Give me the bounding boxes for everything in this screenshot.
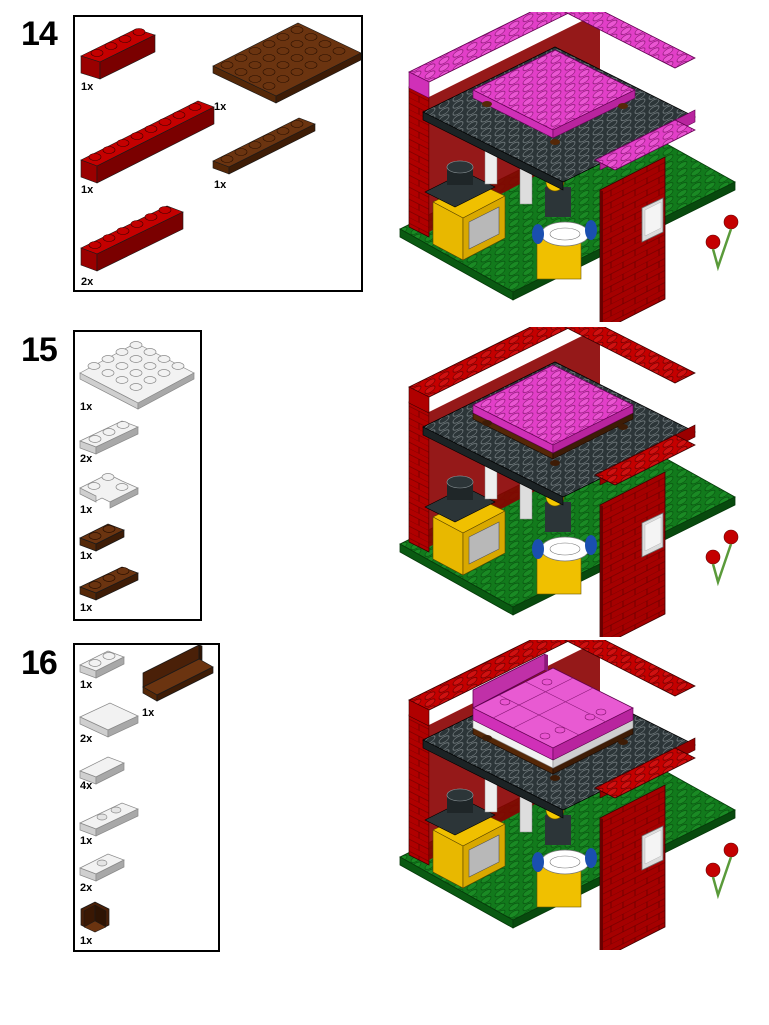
quantity-label: 1x: [214, 179, 227, 191]
parts-list-box: 1x 1x 2x 4x: [73, 643, 220, 952]
brown-panel-corner: [80, 901, 114, 937]
brown-panel-1x4x1: [141, 644, 217, 705]
brown-plate-1x3: [79, 564, 142, 604]
plate-icon: [79, 473, 139, 509]
white-plate-1x3-jumper: [79, 800, 142, 840]
plate-icon: [79, 341, 195, 410]
quantity-label: 1x: [80, 504, 93, 516]
plate-icon: [79, 420, 139, 455]
quantity-label: 2x: [80, 733, 93, 745]
plate-icon: [79, 650, 125, 679]
quantity-label: 2x: [80, 882, 93, 894]
step-number: 14: [21, 15, 58, 53]
assembled-model: [395, 12, 745, 322]
brick-icon: [80, 205, 184, 272]
quantity-label: 1x: [81, 184, 94, 196]
tile-icon: [79, 756, 125, 785]
model-step-15-illustration: [398, 327, 740, 637]
red-brick-1x8: [80, 97, 221, 187]
plate-icon: [79, 566, 139, 601]
parts-list-box: 1x 2x 1x 1x: [73, 330, 202, 621]
tile-icon: [79, 702, 139, 738]
brown-plate-1x2: [79, 518, 130, 556]
assembled-model: [395, 640, 745, 950]
quantity-label: 1x: [80, 935, 93, 947]
plate-icon: [212, 117, 316, 175]
quantity-label: 1x: [80, 835, 93, 847]
step-number: 16: [21, 644, 58, 682]
white-plate-1x3: [79, 418, 142, 458]
model-step-14-illustration: [398, 12, 740, 322]
plate-icon: [79, 523, 125, 552]
assembled-model: [395, 327, 745, 637]
panel-icon: [142, 644, 214, 702]
parts-list-box: 1x 1x 1x: [73, 15, 363, 292]
plate-icon: [79, 802, 139, 837]
white-plate-1x2-jumper: [79, 852, 130, 884]
quantity-label: 1x: [80, 602, 93, 614]
corner-panel-icon: [80, 901, 110, 933]
quantity-label: 1x: [81, 81, 94, 93]
white-tile-2x2: [79, 701, 142, 741]
quantity-label: 1x: [80, 401, 93, 413]
quantity-label: 1x: [80, 679, 93, 691]
step-number: 15: [21, 331, 58, 369]
plate-icon: [212, 22, 362, 104]
brick-icon: [80, 28, 156, 80]
white-plate-4x4: [79, 335, 198, 410]
brick-icon: [80, 100, 215, 184]
quantity-label: 1x: [214, 101, 227, 113]
white-tile-1x2: [79, 755, 130, 787]
quantity-label: 1x: [80, 550, 93, 562]
white-plate-2x2-corner: [79, 466, 142, 510]
quantity-label: 1x: [142, 707, 155, 719]
model-step-16-illustration: [398, 640, 740, 950]
quantity-label: 4x: [80, 780, 93, 792]
red-brick-1x6: [80, 203, 191, 275]
quantity-label: 2x: [80, 453, 93, 465]
quantity-label: 2x: [81, 276, 94, 288]
red-brick-1x4: [80, 21, 161, 81]
white-plate-1x2: [79, 649, 130, 681]
brown-plate-1x6: [212, 117, 323, 177]
brown-plate-4x6: [212, 21, 363, 111]
plate-icon: [79, 853, 125, 882]
